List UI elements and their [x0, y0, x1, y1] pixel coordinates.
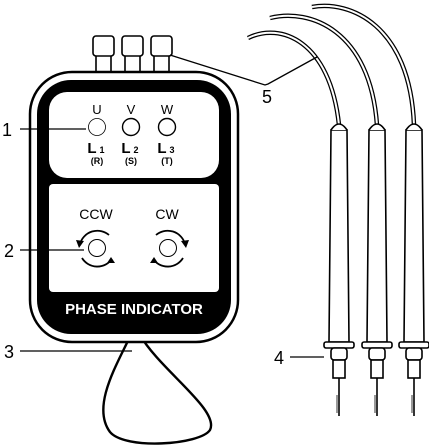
connector-2-cap [121, 35, 144, 57]
probe-2 [361, 123, 393, 416]
led-u-icon [88, 118, 106, 136]
phase-v: V L 2 (S) [121, 102, 141, 166]
callout-1: 1 [2, 120, 12, 140]
lanyard-loop [102, 331, 213, 445]
phase-u-line: L [87, 140, 96, 157]
phase-v-letter: V [127, 102, 136, 117]
rotation-panel [49, 184, 219, 292]
test-probes [323, 123, 429, 416]
connector-3-cap [150, 35, 173, 57]
test-lead-wires [246, 3, 417, 126]
phase-u-letter: U [92, 102, 101, 117]
callouts [20, 54, 324, 358]
led-v-icon [121, 117, 141, 137]
phase-u-index: 1 [99, 145, 104, 155]
cw-label: CW [155, 206, 179, 222]
wire-1 [246, 30, 342, 126]
connector-1-cap [92, 35, 115, 57]
cw-rotation-icon [150, 229, 189, 268]
rotation-indicators: CCW CW [76, 206, 189, 268]
led-w-icon [157, 117, 177, 137]
phase-w: W L 3 (T) [157, 102, 177, 166]
phase-v-index: 2 [133, 145, 138, 155]
ccw-label: CCW [79, 206, 113, 222]
phase-v-line: L [121, 140, 130, 157]
ccw-rotation-icon [76, 229, 115, 268]
phase-w-letter: W [161, 102, 174, 117]
phase-indicators: U L 1 (R) V L 2 (S) W L 3 (T) [87, 102, 177, 166]
callout-5-leader [169, 54, 318, 86]
probe-1 [323, 123, 355, 416]
phase-w-sub: (T) [161, 156, 173, 166]
brand-label: PHASE INDICATOR [65, 301, 203, 318]
callout-3: 3 [4, 342, 14, 362]
probe-3 [398, 123, 429, 416]
phase-u-sub: (R) [91, 156, 104, 166]
callout-4: 4 [274, 348, 284, 368]
phase-u: U L 1 (R) [87, 102, 106, 166]
callout-2: 2 [4, 241, 14, 261]
phase-w-index: 3 [169, 145, 174, 155]
phase-v-sub: (S) [125, 156, 137, 166]
top-connectors [92, 35, 173, 77]
callout-5: 5 [262, 87, 272, 107]
phase-w-line: L [157, 140, 166, 157]
